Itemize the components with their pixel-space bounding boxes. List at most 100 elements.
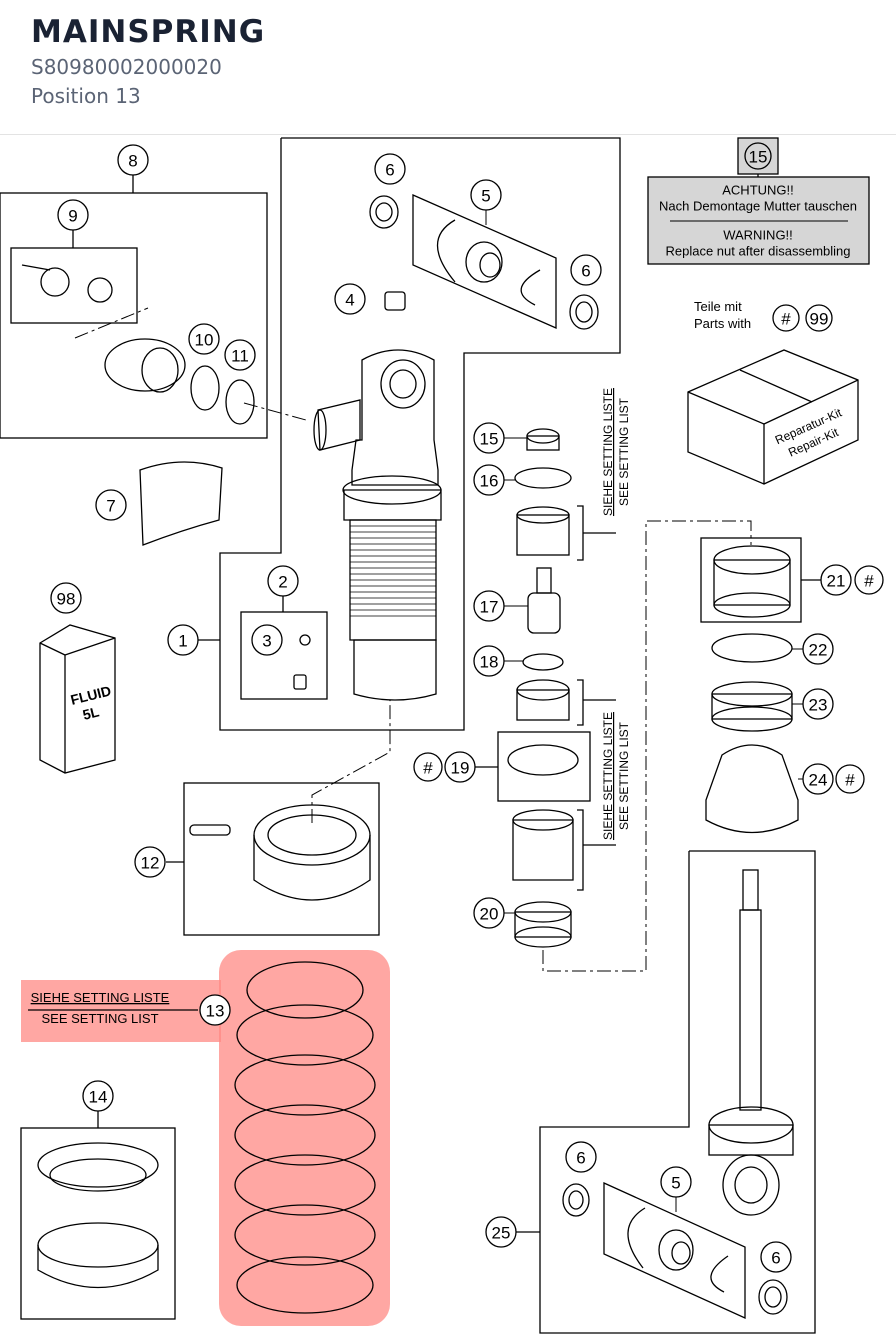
setting-list-en-2: SEE SETTING LIST — [617, 721, 631, 830]
callout-21[interactable]: 21 — [820, 564, 852, 596]
callout-22[interactable]: 22 — [802, 633, 834, 665]
svg-text:18: 18 — [480, 653, 499, 672]
svg-text:6: 6 — [581, 262, 590, 281]
repair-kit-legend: Teile mit Parts with # 99 — [694, 299, 833, 332]
callout-5-lower[interactable]: 5 — [660, 1166, 692, 1198]
mainspring-highlight[interactable] — [21, 950, 390, 1326]
setting-list-de: SIEHE SETTING LISTE — [601, 388, 615, 516]
svg-text:5: 5 — [671, 1174, 680, 1193]
warning-badge-number: 15 — [749, 148, 768, 167]
svg-text:9: 9 — [68, 207, 77, 226]
spring-seat-14 — [37, 1142, 159, 1289]
part-seal-6-lower-right — [758, 1279, 788, 1315]
svg-text:21: 21 — [827, 572, 846, 591]
callout-20[interactable]: 20 — [473, 897, 505, 929]
part-set-5-lower — [603, 1181, 746, 1320]
svg-text:13: 13 — [206, 1002, 225, 1021]
callout-5-top[interactable]: 5 — [470, 179, 502, 211]
svg-text:#: # — [845, 771, 855, 790]
svg-text:#: # — [864, 572, 874, 591]
setting-list-de-2: SIEHE SETTING LISTE — [601, 712, 615, 840]
callout-23[interactable]: 23 — [802, 688, 834, 720]
page-title: MAINSPRING — [31, 14, 266, 50]
callout-9[interactable]: 9 — [57, 199, 89, 231]
svg-text:24: 24 — [809, 771, 828, 790]
callout-18[interactable]: 18 — [473, 645, 505, 677]
repair-kit-hash: # — [781, 310, 791, 329]
svg-text:22: 22 — [809, 641, 828, 660]
svg-text:4: 4 — [345, 291, 354, 310]
part-stack-right — [705, 545, 799, 834]
callout-4[interactable]: 4 — [334, 283, 366, 315]
svg-text:#: # — [423, 759, 433, 778]
setting-list-note-spring: SIEHE SETTING LISTE SEE SETTING LIST — [28, 990, 198, 1026]
callout-12[interactable]: 12 — [134, 846, 166, 878]
position-label: Position 13 — [31, 84, 141, 108]
svg-text:14: 14 — [89, 1088, 108, 1107]
repair-kit-label-en: Parts with — [694, 316, 751, 331]
repair-kit-label-de: Teile mit — [694, 299, 742, 314]
svg-text:10: 10 — [195, 331, 214, 350]
callout-13[interactable]: 13 — [199, 994, 231, 1026]
part-number: S80980002000020 — [31, 55, 222, 79]
svg-text:3: 3 — [262, 632, 271, 651]
callout-98[interactable]: 98 — [50, 582, 82, 614]
part-stack-center — [507, 428, 579, 948]
part-valve-4 — [384, 291, 406, 311]
svg-text:25: 25 — [492, 1224, 511, 1243]
mainspring-13 — [234, 961, 376, 1314]
svg-text:1: 1 — [178, 632, 187, 651]
svg-text:19: 19 — [451, 759, 470, 778]
warning-title-de: ACHTUNG!! — [722, 183, 794, 198]
repair-kit-number: 99 — [810, 310, 829, 329]
setting-list-note-upper: SIEHE SETTING LISTE SEE SETTING LIST — [577, 388, 631, 561]
warning-title-en: WARNING!! — [723, 228, 793, 243]
frame-lines — [0, 137, 822, 1334]
svg-text:7: 7 — [106, 497, 115, 516]
svg-text:98: 98 — [57, 590, 76, 609]
svg-text:6: 6 — [576, 1149, 585, 1168]
part-seal-6-right — [569, 294, 599, 330]
part-clip-7 — [139, 461, 223, 546]
callout-16[interactable]: 16 — [473, 464, 505, 496]
callout-1[interactable]: 1 — [167, 624, 199, 656]
callout-8[interactable]: 8 — [117, 144, 149, 176]
svg-text:12: 12 — [141, 854, 160, 873]
callout-24[interactable]: 24 — [802, 763, 834, 795]
svg-text:8: 8 — [128, 152, 137, 171]
callout-21-hash[interactable]: # — [854, 565, 884, 595]
warning-box: 15 ACHTUNG!! Nach Demontage Mutter tausc… — [647, 137, 870, 265]
callout-24-hash[interactable]: # — [835, 764, 865, 794]
setting-list-en-3: SEE SETTING LIST — [41, 1011, 158, 1026]
damper-rod-25 — [708, 869, 794, 1216]
callout-6-lower-right[interactable]: 6 — [760, 1241, 792, 1273]
setting-list-note-middle: SIEHE SETTING LISTE SEE SETTING LIST — [577, 679, 631, 840]
callout-6-top[interactable]: 6 — [374, 153, 406, 185]
part-group-9-drawing — [21, 264, 113, 303]
svg-text:15: 15 — [480, 430, 499, 449]
part-fluid-can-98: FLUID 5L — [39, 624, 116, 774]
callout-14[interactable]: 14 — [82, 1080, 114, 1112]
callout-19-hash[interactable]: # — [413, 752, 443, 782]
callout-15[interactable]: 15 — [473, 422, 505, 454]
callout-19[interactable]: 19 — [444, 751, 476, 783]
callout-25[interactable]: 25 — [485, 1216, 517, 1248]
part-seal-6-lower — [562, 1183, 590, 1217]
callout-3[interactable]: 3 — [251, 624, 283, 656]
callout-10[interactable]: 10 — [188, 323, 220, 355]
svg-text:2: 2 — [278, 573, 287, 592]
callout-17[interactable]: 17 — [473, 590, 505, 622]
shock-absorber-body — [313, 349, 442, 701]
svg-text:5: 5 — [481, 187, 490, 206]
exploded-parts-diagram: FLUID 5L — [0, 137, 884, 1334]
svg-text:6: 6 — [771, 1249, 780, 1268]
callout-6-lower[interactable]: 6 — [565, 1141, 597, 1173]
callout-11[interactable]: 11 — [224, 339, 256, 371]
callout-6-right[interactable]: 6 — [570, 254, 602, 286]
callout-2[interactable]: 2 — [267, 565, 299, 597]
part-seal-6-top — [369, 195, 399, 229]
repair-kit-box: Reparatur-Kit Repair-Kit — [687, 349, 859, 485]
svg-text:16: 16 — [480, 472, 499, 491]
callout-7[interactable]: 7 — [95, 489, 127, 521]
setting-list-note-lower — [577, 809, 616, 891]
